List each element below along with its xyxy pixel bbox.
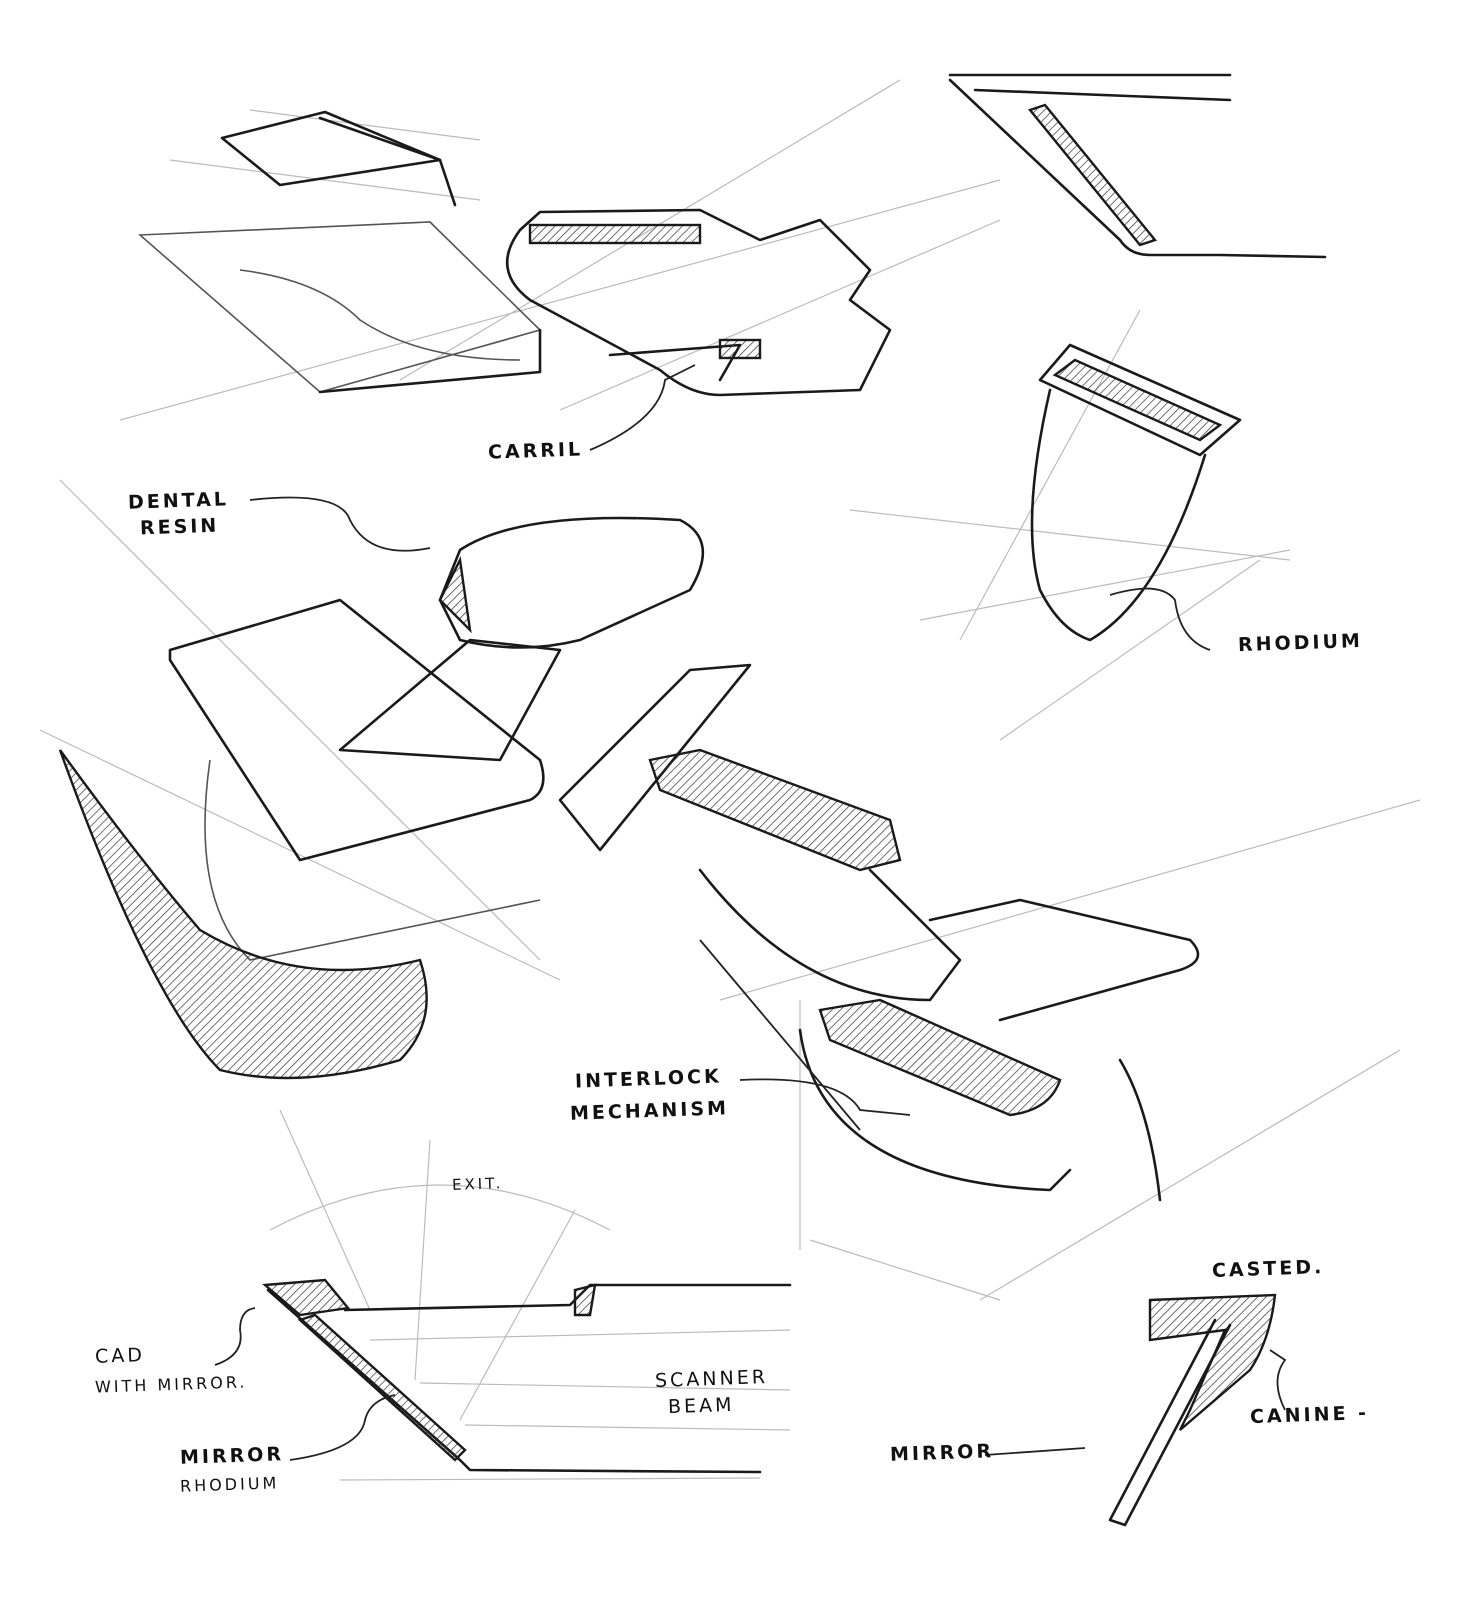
label-rhodium: RHODIUM [1237, 629, 1364, 657]
tray-sketch [505, 208, 892, 397]
annotation-leaders [214, 364, 1287, 1461]
label-cad-line1: CAD [94, 1344, 146, 1368]
label-canine: CANINE - [1249, 1401, 1370, 1429]
label-scanner-line1: SCANNER [654, 1366, 769, 1392]
rhodium-box-sketch [1030, 343, 1242, 642]
dental-resin-sketch [58, 516, 752, 1080]
label-mirror-rhodium-line1: MIRROR [179, 1443, 285, 1469]
label-mirror-rhodium-line2: RHODIUM [179, 1473, 280, 1496]
label-dental-resin-line1: DENTAL [127, 488, 230, 514]
label-dental-resin-line2: RESIN [139, 514, 220, 540]
label-carril: CARRIL [487, 438, 584, 464]
label-casted: CASTED. [1211, 1256, 1325, 1282]
label-mirror: MIRROR [889, 1440, 995, 1466]
cad-mirror-section [262, 1278, 792, 1474]
casted-canine-detail [1108, 1293, 1277, 1527]
label-scanner-line2: BEAM [667, 1393, 735, 1419]
interlock-sketch [648, 748, 1200, 1202]
label-exit: EXIT. [451, 1174, 504, 1194]
construction-lines [39, 79, 1421, 1481]
plate-sketch [137, 110, 542, 394]
profile-top-right [948, 73, 1327, 259]
